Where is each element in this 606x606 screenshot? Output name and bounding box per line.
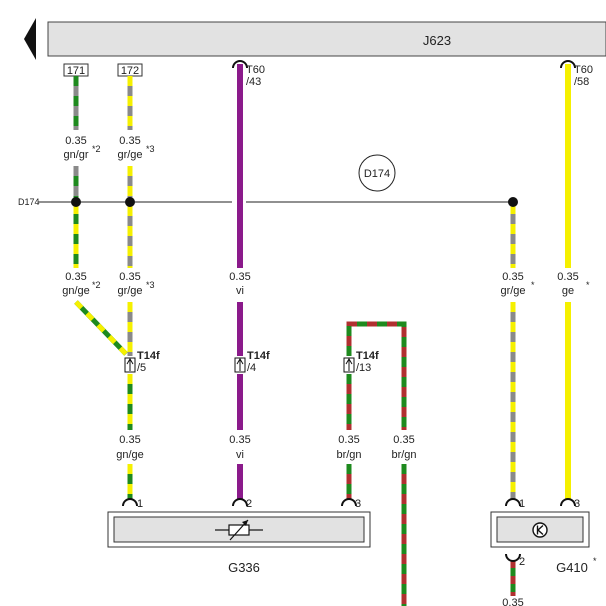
t14f-5-arrow-icon — [126, 358, 134, 371]
w6-low-color: br/gn — [336, 449, 361, 461]
g336-pin-2-icon — [232, 498, 248, 507]
g336-pin-3: 3 — [355, 498, 361, 510]
w7-low-gauge: 0.35 — [393, 434, 414, 446]
g410-label: G410 — [556, 560, 588, 575]
t60-58-name: T60 — [574, 64, 593, 76]
g410-pin-1-icon — [505, 498, 521, 507]
g336-pin-3-icon — [341, 498, 357, 507]
g336-pin-1-icon — [122, 498, 138, 507]
w3-mid-gauge: 0.35 — [229, 271, 250, 283]
w2-top-color: gr/ge — [117, 149, 142, 161]
t14f-4-arrow-icon — [236, 358, 244, 371]
g410-pin-3-icon — [560, 498, 576, 507]
w5-mid-gauge: 0.35 — [557, 271, 578, 283]
ground-label: D174 — [364, 168, 390, 180]
w2-top-gauge: 0.35 — [119, 135, 140, 147]
t60-43-name: T60 — [246, 64, 265, 76]
g410-pin-3: 3 — [574, 498, 580, 510]
t14f-13-name: T14f — [356, 350, 379, 362]
w1-mid-gauge: 0.35 — [65, 271, 86, 283]
w7-low-color: br/gn — [391, 449, 416, 461]
w1-top-color: gn/gr — [63, 149, 88, 161]
g410-pin-1: 1 — [519, 498, 525, 510]
g410-pin-2: 2 — [519, 556, 525, 568]
w1-top-gauge: 0.35 — [65, 135, 86, 147]
g336-pin-2: 2 — [246, 498, 252, 510]
sensor-k-icon — [532, 522, 548, 538]
w1-low-color: gn/ge — [116, 449, 144, 461]
w1-low-gauge: 0.35 — [119, 434, 140, 446]
t14f-5-name: T14f — [137, 350, 160, 362]
w3-low-color: vi — [236, 449, 244, 461]
wire-labels: 0.35 gn/gr *2 0.35 gr/ge *3 0.35 gn/ge *… — [62, 135, 590, 606]
t14f-5-pin: /5 — [137, 362, 146, 374]
g410-pin-2-icon — [505, 553, 521, 562]
junction-2 — [125, 197, 135, 207]
terminal-171: 171 — [67, 65, 85, 77]
w2-mid-gauge: 0.35 — [119, 271, 140, 283]
left-arrow-icon[interactable] — [24, 18, 36, 60]
wire-6-loop-stripe — [346, 321, 407, 430]
w8-bottom-gauge: 0.35 — [502, 597, 523, 606]
t60-58-connector-icon — [560, 60, 576, 69]
w6-low-gauge: 0.35 — [338, 434, 359, 446]
g336-label: G336 — [228, 560, 260, 575]
w1-mid-note: *2 — [92, 280, 101, 290]
bus-left-label: D174 — [18, 197, 40, 207]
terminal-172: 172 — [121, 65, 139, 77]
t14f-13-arrow-icon — [345, 358, 353, 371]
header-bar — [47, 21, 606, 57]
w2-top-note: *3 — [146, 144, 155, 154]
variable-resistor-icon — [215, 519, 263, 541]
junction-4 — [508, 197, 518, 207]
junction-1 — [71, 197, 81, 207]
t60-43-pin: /43 — [246, 76, 261, 88]
w3-mid-color: vi — [236, 285, 244, 297]
t60-43-connector-icon — [232, 60, 248, 69]
ground-marker — [358, 154, 396, 192]
g336-pin-1: 1 — [137, 498, 143, 510]
wire-1-diag-stripe — [74, 300, 128, 356]
w5-mid-note: * — [586, 280, 590, 290]
wire-6-loop-base — [346, 321, 407, 430]
t14f-4-pin: /4 — [247, 362, 256, 374]
g410-note: * — [593, 556, 597, 566]
t60-58-pin: /58 — [574, 76, 589, 88]
w2-mid-note: *3 — [146, 280, 155, 290]
w4-mid-color: gr/ge — [500, 285, 525, 297]
w5-mid-color: ge — [562, 285, 574, 297]
w2-mid-color: gr/ge — [117, 285, 142, 297]
header-title: J623 — [423, 33, 451, 48]
w1-top-note: *2 — [92, 144, 101, 154]
w4-mid-note: * — [531, 280, 535, 290]
w4-mid-gauge: 0.35 — [502, 271, 523, 283]
w1-mid-color: gn/ge — [62, 285, 90, 297]
t14f-13-pin: /13 — [356, 362, 371, 374]
w3-low-gauge: 0.35 — [229, 434, 250, 446]
t14f-4-name: T14f — [247, 350, 270, 362]
